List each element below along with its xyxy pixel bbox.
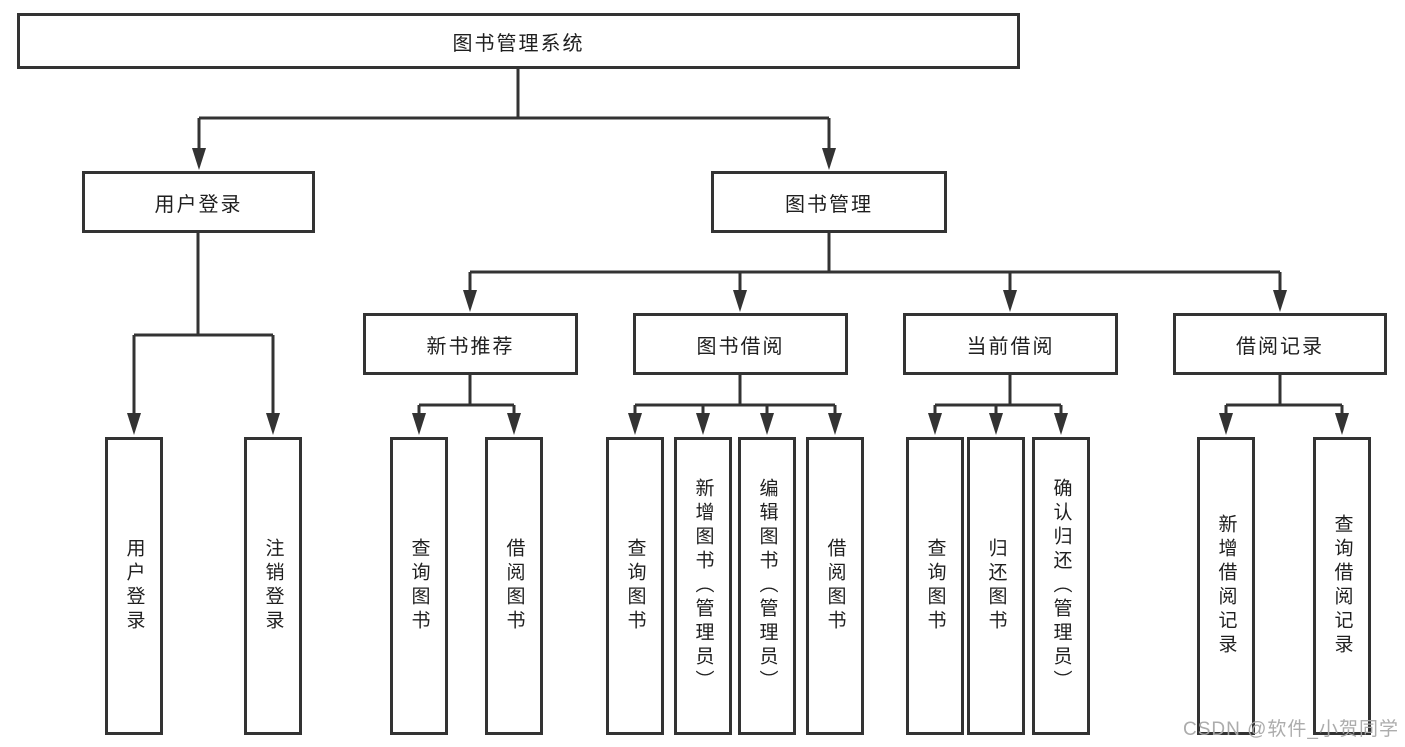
leaf-borrow-books-recommend: 借阅图书 bbox=[485, 437, 543, 735]
new-book-recommend-node: 新书推荐 bbox=[363, 313, 578, 375]
leaf-edit-books-admin: 编辑图书（管理员） bbox=[738, 437, 796, 735]
leaf-logout-login: 注销登录 bbox=[244, 437, 302, 735]
leaf-label: 确认归还（管理员） bbox=[1050, 478, 1072, 694]
csdn-watermark: CSDN @软件_小贺同学 bbox=[1183, 719, 1399, 740]
root-node: 图书管理系统 bbox=[17, 13, 1020, 69]
leaf-query-books-borrowing: 查询图书 bbox=[606, 437, 664, 735]
leaf-confirm-return-admin: 确认归还（管理员） bbox=[1032, 437, 1090, 735]
leaf-user-login: 用户登录 bbox=[105, 437, 163, 735]
leaf-label: 借阅图书 bbox=[824, 538, 846, 634]
leaf-label: 新增图书（管理员） bbox=[692, 478, 714, 694]
leaf-label: 用户登录 bbox=[123, 538, 145, 634]
leaf-add-books-admin: 新增图书（管理员） bbox=[674, 437, 732, 735]
leaf-query-books-recommend: 查询图书 bbox=[390, 437, 448, 735]
leaf-query-books-current: 查询图书 bbox=[906, 437, 964, 735]
book-borrowing-node: 图书借阅 bbox=[633, 313, 848, 375]
leaf-label: 查询图书 bbox=[624, 538, 646, 634]
leaf-label: 注销登录 bbox=[262, 538, 284, 634]
leaf-add-borrow-record: 新增借阅记录 bbox=[1197, 437, 1255, 735]
leaf-query-borrow-record: 查询借阅记录 bbox=[1313, 437, 1371, 735]
leaf-label: 新增借阅记录 bbox=[1215, 514, 1237, 658]
leaf-label: 编辑图书（管理员） bbox=[756, 478, 778, 694]
leaf-return-books: 归还图书 bbox=[967, 437, 1025, 735]
leaf-label: 借阅图书 bbox=[503, 538, 525, 634]
user-login-node: 用户登录 bbox=[82, 171, 315, 233]
leaf-borrow-books-borrowing: 借阅图书 bbox=[806, 437, 864, 735]
leaf-label: 查询借阅记录 bbox=[1331, 514, 1353, 658]
current-borrowing-node: 当前借阅 bbox=[903, 313, 1118, 375]
leaf-label: 归还图书 bbox=[985, 538, 1007, 634]
borrowing-records-node: 借阅记录 bbox=[1173, 313, 1387, 375]
book-management-node: 图书管理 bbox=[711, 171, 947, 233]
leaf-label: 查询图书 bbox=[924, 538, 946, 634]
leaf-label: 查询图书 bbox=[408, 538, 430, 634]
